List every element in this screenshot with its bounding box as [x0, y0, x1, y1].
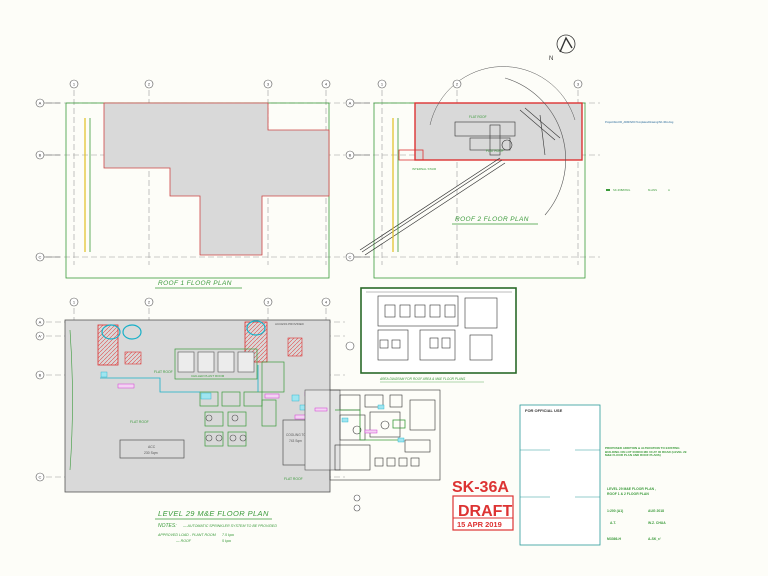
grid-col-3-l29: 3	[267, 300, 270, 305]
grid-col-2-roof1: 2	[148, 82, 151, 87]
grid-col-2-roof2: 2	[456, 82, 459, 87]
notes-heading: NOTES:	[158, 523, 177, 529]
grid-col-4-l29: 4	[325, 300, 328, 305]
svg-text:FLAT ROOF: FLAT ROOF	[486, 149, 504, 153]
grid-col-3-roof2: 3	[577, 82, 580, 87]
crane-swing-arc	[504, 77, 566, 216]
job-label: M3366-H	[607, 537, 621, 541]
notes-value-1: 7.5 kpa	[222, 533, 234, 537]
svg-text:SK-36B/DWG: SK-36B/DWG	[613, 188, 630, 192]
svg-text:M-ANS: M-ANS	[648, 188, 657, 192]
notes-block: NOTES: — AUTOMATIC SPRINKLER SYSTEM TO B…	[157, 523, 277, 543]
drawn-value: W.Z. CHUA	[648, 521, 666, 525]
notes-line-3: — ROOF	[175, 539, 192, 543]
acc-label: ACC	[148, 445, 156, 449]
roof1-plan	[46, 90, 345, 279]
job-value: A-SK_r/	[648, 537, 660, 541]
grid-row-a-roof1: A	[39, 101, 42, 106]
crane-boom	[359, 157, 506, 256]
drawing-title-line-1: LEVEL 29 M&E FLOOR PLAN ,	[607, 487, 656, 491]
grid-bubbles	[35, 79, 583, 512]
crane-machinery	[454, 107, 561, 156]
key-plan: AREA DIAGRAM FOR ROOF AREA & M&E FLOOR P…	[360, 287, 517, 383]
roof1-title: ROOF 1 FLOOR PLAN	[158, 280, 232, 287]
key-plan-caption: AREA DIAGRAM FOR ROOF AREA & M&E FLOOR P…	[379, 377, 466, 381]
level29-title: LEVEL 29 M&E FLOOR PLAN	[158, 509, 269, 518]
notes-value-2: 5 kpa	[222, 539, 231, 543]
grid-row-b-roof2: B	[349, 153, 352, 158]
draft-stamp	[452, 495, 514, 531]
roof2-side-note: INTERNAL STAIR	[412, 167, 437, 171]
north-arrow-icon: N	[549, 34, 576, 62]
roof2-title: ROOF 2 FLOOR PLAN	[455, 216, 529, 223]
cooling-tower-area: 743 Sqm	[289, 439, 302, 443]
flat-roof-label-3: FLAT ROOF	[154, 370, 173, 374]
cooling-tower-label: COOLING TOWER	[286, 433, 314, 437]
drawing-title-line-2: ROOF 1 & 2 FLOOR PLAN	[607, 492, 649, 496]
grid-col-2-l29: 2	[148, 300, 151, 305]
flat-roof-label-1: FLAT ROOF	[130, 420, 149, 424]
svg-text:ACCESS PROVIDED: ACCESS PROVIDED	[275, 322, 305, 326]
draft-label: DRAFT	[458, 503, 512, 520]
grid-row-a-roof2: A	[349, 101, 352, 106]
grid-row-c-roof1: C	[39, 255, 42, 260]
level29-plan: CHILLER PLANT ROOM ACC 230 Sqm COOLING T…	[46, 308, 345, 493]
legend-row: SK-36B/DWG M-ANS A	[606, 188, 670, 192]
acc-area-box	[119, 439, 185, 459]
svg-text:N: N	[549, 56, 553, 62]
official-use-label: FOR OFFICIAL USE	[525, 408, 563, 413]
stair-core-1	[97, 324, 119, 366]
notes-line-1: — AUTOMATIC SPRINKLER SYSTEM TO BE PROVI…	[182, 524, 277, 528]
chiller-units	[177, 351, 255, 373]
roof2-flat-roof-label: FLAT ROOF	[469, 115, 487, 119]
svg-text:A: A	[668, 188, 670, 192]
key-plan-frame	[360, 287, 517, 374]
sheet-number: SK-36A	[452, 479, 509, 496]
notes-line-2: APPROVED LOAD - PLANT ROOM	[157, 533, 216, 537]
file-path-note: Project/Doc/00_ADMIN/00 Templates/Drawin…	[605, 120, 674, 124]
roof1-building-footprint	[103, 102, 330, 256]
grid-col-1-l29: 1	[73, 300, 76, 305]
chiller-plant-label: CHILLER PLANT ROOM	[191, 374, 225, 378]
grid-row-a-l29: A	[39, 320, 42, 325]
roof2-plan: FLAT ROOF FLAT ROOF INTERNAL STAIR	[355, 66, 600, 279]
grid-row-c-l29: C	[39, 475, 42, 480]
roof2-roof-area	[414, 102, 583, 161]
grid-row-c-roof2: C	[349, 255, 352, 260]
project-remark: PROPOSED ADDITION & ALTERATION TO EXISTI…	[605, 447, 687, 458]
acc-area: 230 Sqm	[144, 451, 158, 455]
title-block-text: PROPOSED ADDITION & ALTERATION TO EXISTI…	[605, 447, 687, 541]
grid-col-1-roof1: 1	[73, 82, 76, 87]
grid-col-1-roof2: 1	[381, 82, 384, 87]
title-block: FOR OFFICIAL USE	[519, 404, 601, 546]
grid-col-3-roof1: 3	[267, 82, 270, 87]
grid-row-b-roof1: B	[39, 153, 42, 158]
official-use-box	[519, 404, 601, 546]
scale-label: 1:200 (A1)	[607, 509, 623, 513]
flat-roof-label-2: FLAT ROOF	[284, 477, 303, 481]
detail-plan	[304, 389, 441, 481]
grid-row-a2-l29: A'	[38, 334, 42, 339]
scale-value: AUG 2018	[648, 509, 664, 513]
drawn-label: A.T.	[610, 521, 616, 525]
grid-row-b-l29: B	[39, 373, 42, 378]
grid-col-4-roof1: 4	[325, 82, 328, 87]
draft-date: 15 APR 2019	[457, 520, 502, 529]
